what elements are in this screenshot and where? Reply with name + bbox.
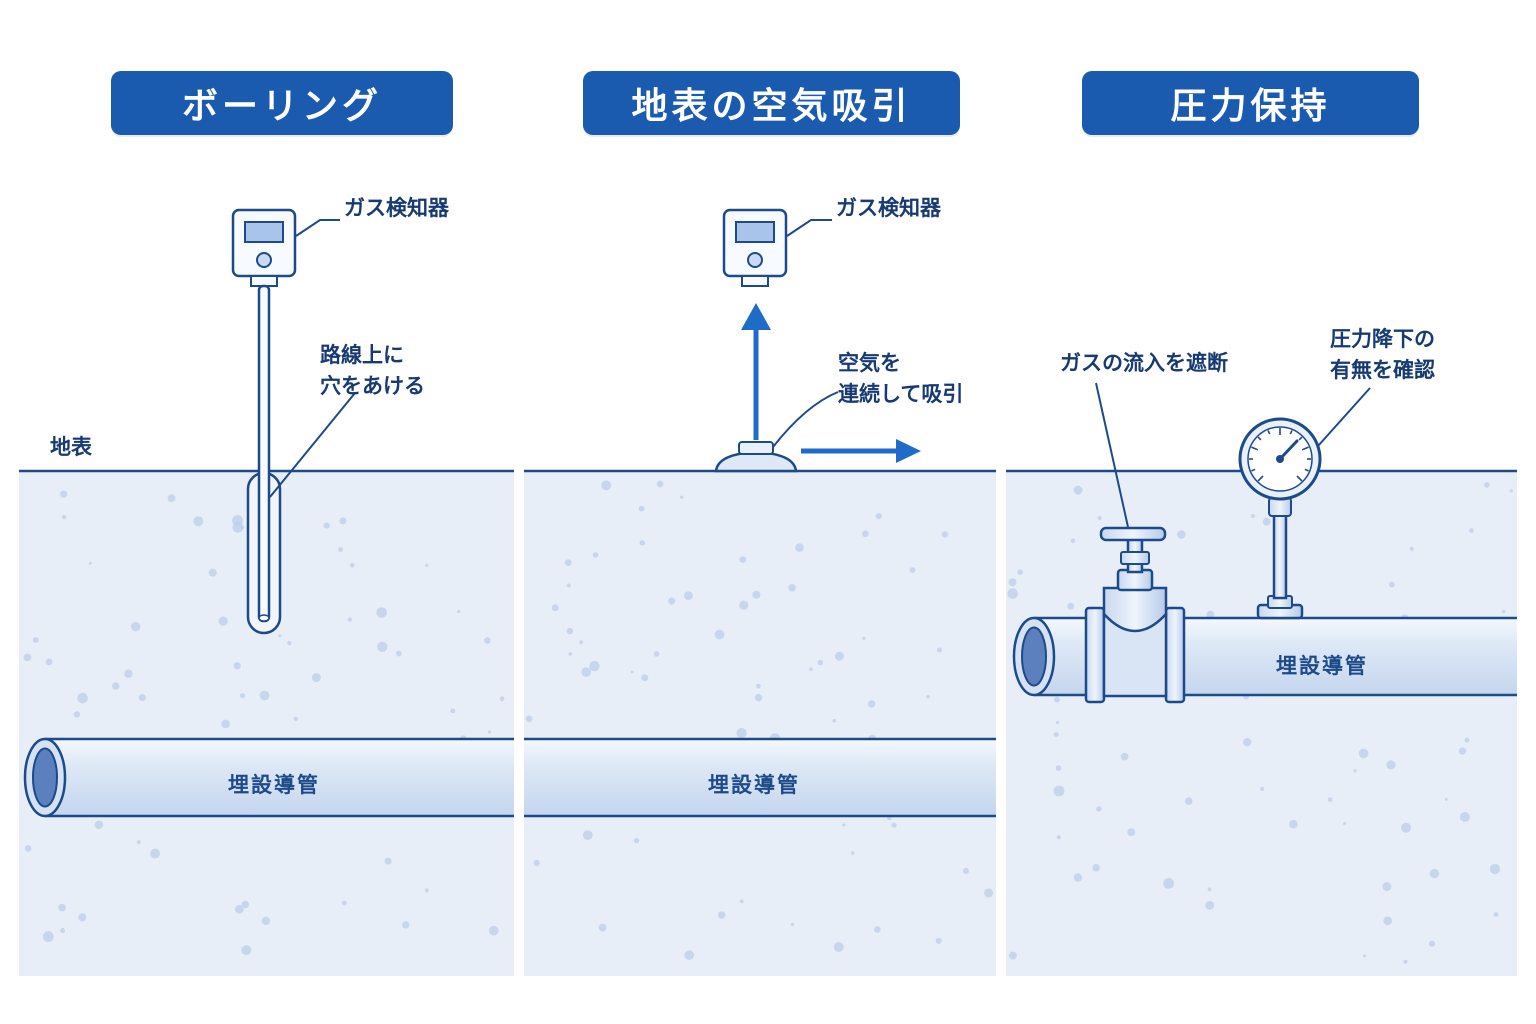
soil-panel-pressure: [1006, 469, 1517, 976]
suction-label-line-2: 連続して吸引: [838, 382, 964, 406]
boring-probe: [246, 284, 282, 635]
buried-pipe-1: [23, 737, 514, 818]
gas-detector-icon: [722, 208, 788, 287]
gas-detector-label-2: ガス検知器: [836, 196, 941, 220]
ground-surface-label: 地表: [50, 435, 92, 459]
gauge-label-line-2: 有無を確認: [1330, 358, 1435, 382]
panel-title-suction: 地表の空気吸引: [583, 71, 960, 135]
gauge-label: 圧力降下の 有無を確認: [1330, 324, 1435, 386]
suction-label: 空気を 連続して吸引: [838, 348, 963, 410]
soil-panel-suction: [524, 469, 996, 976]
gauge-leader-line: [1317, 387, 1371, 447]
pipe-label-1: 埋設導管: [228, 773, 320, 797]
gauge-label-line-1: 圧力降下の: [1330, 327, 1435, 351]
valve-leader-line: [1095, 382, 1129, 528]
buried-pipe-2: [524, 737, 996, 818]
hole-label-line-1: 路線上に: [320, 343, 404, 367]
hole-label-line-2: 穴をあける: [320, 374, 425, 398]
hole-label: 路線上に 穴をあける: [320, 340, 425, 402]
detector-leader-line-1: [295, 219, 340, 237]
arrow-right-icon: [801, 439, 921, 463]
pipe-label-3: 埋設導管: [1276, 654, 1368, 678]
gas-detector-icon: [231, 208, 297, 287]
panel-title-pressure: 圧力保持: [1082, 71, 1419, 135]
valve-icon: [1084, 526, 1186, 704]
gas-detector-label-1: ガス検知器: [344, 196, 449, 220]
arrow-up-icon: [741, 303, 771, 440]
detector-leader-line-2: [786, 219, 832, 237]
pipe-label-2: 埋設導管: [708, 773, 800, 797]
pressure-gauge-icon: [1238, 417, 1322, 620]
suction-leader-line: [772, 391, 839, 448]
suction-label-line-1: 空気を: [838, 351, 901, 375]
hole-leader-line: [269, 392, 356, 498]
suction-cup: [714, 441, 798, 473]
valve-label: ガスの流入を遮断: [1060, 351, 1228, 375]
panel-title-boring: ボーリング: [111, 71, 453, 135]
